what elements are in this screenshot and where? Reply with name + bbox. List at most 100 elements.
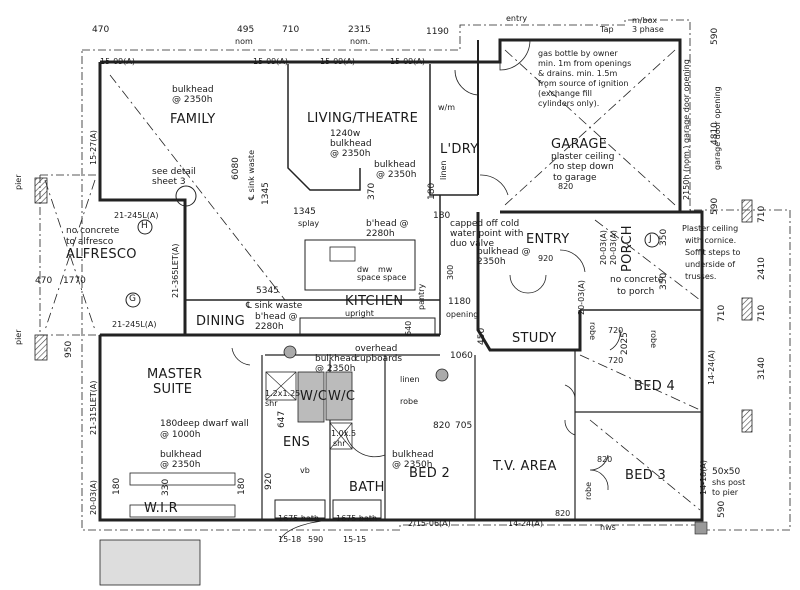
dim-top-1190: 1190 xyxy=(426,27,449,37)
note-bed2-bulk-h: @ 2350h xyxy=(392,460,433,470)
dim-710-c: 710 xyxy=(717,304,727,322)
kitchen-island xyxy=(304,239,416,291)
note-robe-bed2: robe xyxy=(400,397,419,406)
pier xyxy=(741,297,753,321)
note-shs3: to pier xyxy=(712,488,739,497)
dim-820-bed3b: 820 xyxy=(597,455,613,464)
note-mw: mw xyxy=(378,265,393,274)
note-garage-3: to garage xyxy=(553,173,597,183)
dim-1345-h: 1345 xyxy=(293,207,316,217)
note-gas-4: from source of ignition xyxy=(538,79,629,88)
dim-1060: 1060 xyxy=(450,351,473,361)
note-linen2: linen xyxy=(439,160,448,180)
note-cupboards: cupboards xyxy=(355,354,403,364)
note-overhead: overhead xyxy=(355,344,398,354)
note-garage-door-nom: 2150h (nom.) garage door opening xyxy=(682,59,691,200)
dim-1180: 1180 xyxy=(448,297,471,307)
window-code: 21-315LET(A) xyxy=(89,380,98,435)
dim-splay: splay xyxy=(298,219,320,228)
note-living-bulk2: bulkhead xyxy=(374,160,416,170)
note-capped3: duo valve xyxy=(450,239,494,249)
dim-590-b: 590 xyxy=(710,197,720,215)
bathroom-bath xyxy=(332,499,382,519)
note-living-bulk-h: @ 2350h xyxy=(330,149,371,159)
window-code: 14-18(A) xyxy=(699,460,708,495)
pier xyxy=(741,409,753,433)
note-porch-4: underside of xyxy=(685,260,736,269)
note-no-concrete-porch2: to porch xyxy=(617,287,655,297)
note-shower2b: shr xyxy=(333,439,346,448)
room-label-study: STUDY xyxy=(512,331,557,346)
note-wir-bulk-h: @ 2350h xyxy=(160,460,201,470)
window-code: 15-09(A) xyxy=(100,57,135,66)
dim-350-a: 350 xyxy=(659,228,669,246)
note-living-bulk2-h: @ 2350h xyxy=(376,170,417,180)
dim-590-a: 590 xyxy=(710,27,720,45)
note-shower1: 1.2x1.25 xyxy=(265,389,301,398)
dim-180d: 180 xyxy=(237,477,247,495)
dim-2025: 2025 xyxy=(620,332,630,355)
kitchen-bench xyxy=(299,317,436,335)
note-sink-waste-h: ℄ sink waste xyxy=(246,301,303,311)
dim-top-470: 470 xyxy=(92,25,110,35)
dim-180a: 180 xyxy=(427,182,437,200)
note-robe-bed4a: robe xyxy=(588,322,597,341)
dim-5345: 5345 xyxy=(256,286,279,296)
note-shs: 50x50 xyxy=(712,467,741,477)
room-label-bed2: BED 2 xyxy=(409,466,451,481)
room-label-bath: BATH xyxy=(349,480,385,495)
room-label-garage: GARAGE xyxy=(551,137,608,152)
dim-590-ens: 590 xyxy=(308,535,324,544)
room-label-ensuite: ENS xyxy=(283,435,311,450)
note-shower1b: shr xyxy=(265,399,278,408)
dim-1345-v: 1345 xyxy=(261,182,271,205)
note-dining-bhead-h: 2280h xyxy=(255,322,284,332)
note-no-concrete-alfresco: no concrete xyxy=(66,226,120,236)
note-opening: opening xyxy=(446,310,479,319)
note-porch-3: Soffit steps to xyxy=(685,248,741,257)
eave-line xyxy=(81,19,791,531)
note-capped: capped off cold xyxy=(450,219,520,229)
window-code: 20-03(A) xyxy=(89,480,98,515)
marker-j: J xyxy=(649,234,652,244)
dim-nom2: nom. xyxy=(350,37,371,46)
window-code: 14-24(A) xyxy=(707,350,716,385)
pier xyxy=(741,199,753,223)
dim-640: 640 xyxy=(404,320,413,336)
note-master-bulk-h: @ 2350h xyxy=(315,364,356,374)
note-porch-1: Plaster ceiling xyxy=(682,224,739,233)
ensuite-bath xyxy=(274,499,326,519)
dim-350-b: 350 xyxy=(659,272,669,290)
pier xyxy=(34,334,48,361)
room-label-bed4: BED 4 xyxy=(634,379,676,394)
window-code: 15-09(A) xyxy=(320,57,355,66)
dim-470: 470 xyxy=(35,276,53,286)
dim-3140: 3140 xyxy=(757,357,767,380)
room-label-family: FAMILY xyxy=(170,112,216,127)
note-mbox: m/box xyxy=(632,16,657,25)
window-code: 20-03(A) xyxy=(577,280,586,315)
note-porch-5: trusses. xyxy=(685,272,717,281)
dim-647: 647 xyxy=(277,410,287,428)
room-label-kitchen: KITCHEN xyxy=(345,294,404,309)
note-bulkhead-h: @ 2350h xyxy=(172,95,213,105)
dim-710-b: 710 xyxy=(757,304,767,322)
note-pier-left2: pier xyxy=(14,329,23,345)
note-garage-1: plaster ceiling xyxy=(551,152,615,162)
window-code: 20-03(A) xyxy=(609,230,618,265)
room-label-wc1: W/C xyxy=(300,389,328,404)
note-dining-bhead: b'head @ xyxy=(255,312,298,322)
dim-720a: 720 xyxy=(608,326,624,335)
room-label-living: LIVING/THEATRE xyxy=(307,111,419,126)
dim-370: 370 xyxy=(367,182,377,200)
room-label-suite: SUITE xyxy=(153,382,193,397)
window-code: 15-18 xyxy=(278,535,302,544)
note-vb: vb xyxy=(300,466,310,475)
note-tap: Tap xyxy=(600,25,614,34)
dim-920: 920 xyxy=(538,254,554,263)
note-dw: dw xyxy=(357,265,369,274)
note-capped2: water point with xyxy=(450,229,524,239)
window-code: 21-245L(A) xyxy=(114,211,159,220)
window-code: 15-15 xyxy=(343,535,367,544)
